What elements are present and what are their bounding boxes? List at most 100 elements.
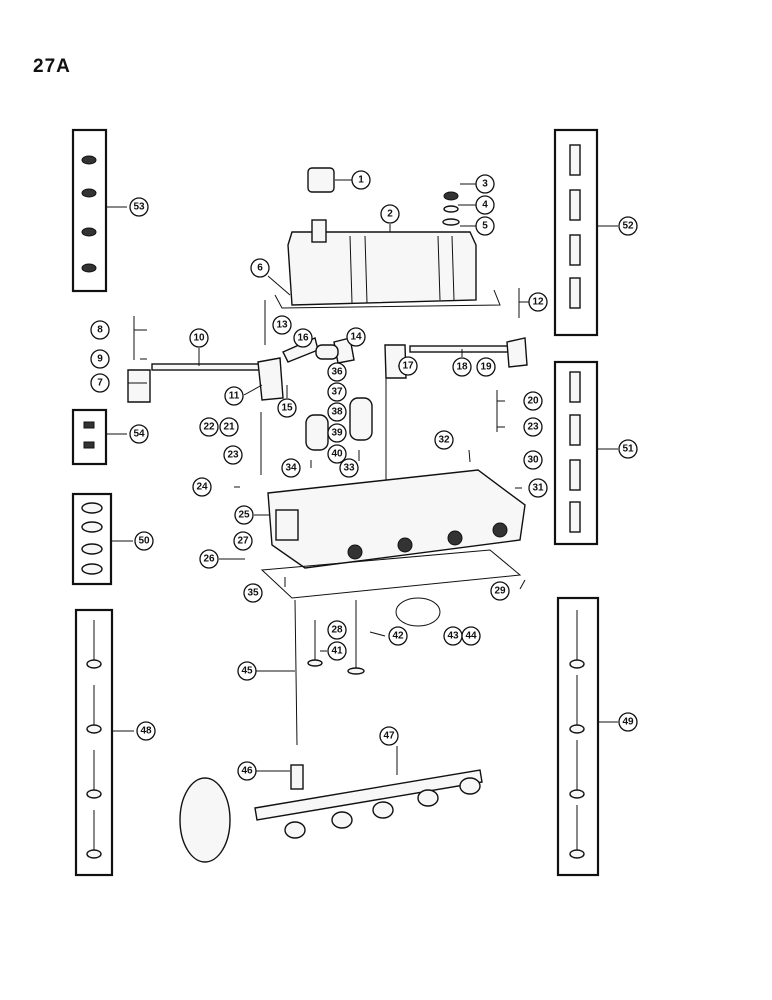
kit-box-53 — [71, 128, 108, 293]
callout-49: 49 — [618, 712, 638, 732]
callout-13: 13 — [272, 315, 292, 335]
svg-text:23: 23 — [227, 450, 239, 461]
callout-22: 22 — [199, 417, 219, 437]
svg-text:8: 8 — [97, 325, 103, 336]
callout-23b: 23 — [523, 417, 543, 437]
svg-text:11: 11 — [229, 391, 240, 402]
svg-text:34: 34 — [285, 463, 297, 474]
callout-30: 30 — [523, 450, 543, 470]
callout-28: 28 — [327, 620, 347, 640]
callout-25: 25 — [234, 505, 254, 525]
callout-47: 47 — [379, 726, 399, 746]
svg-text:49: 49 — [622, 717, 634, 728]
svg-text:17: 17 — [402, 361, 414, 372]
callout-10: 10 — [189, 328, 209, 348]
callout-26: 26 — [199, 549, 219, 569]
svg-text:29: 29 — [494, 586, 506, 597]
callout-7: 7 — [90, 373, 110, 393]
callout-32: 32 — [434, 430, 454, 450]
svg-text:41: 41 — [331, 646, 343, 657]
callout-3: 3 — [475, 174, 495, 194]
svg-text:40: 40 — [331, 449, 343, 460]
svg-text:28: 28 — [331, 625, 343, 636]
callout-34: 34 — [281, 458, 301, 478]
callout-29: 29 — [490, 581, 510, 601]
svg-text:45: 45 — [241, 666, 253, 677]
callout-14: 14 — [346, 327, 366, 347]
svg-text:7: 7 — [97, 378, 103, 389]
callout-40: 40 — [327, 444, 347, 464]
kit-box-52 — [553, 128, 599, 337]
leader-lines — [107, 179, 618, 775]
callout-44: 44 — [461, 626, 481, 646]
rocker-arms-and-springs — [282, 337, 373, 451]
svg-text:31: 31 — [532, 483, 544, 494]
callout-46: 46 — [237, 761, 257, 781]
valve-cover-gasket — [274, 289, 501, 309]
svg-text:13: 13 — [276, 320, 288, 331]
svg-text:2: 2 — [387, 209, 393, 220]
svg-text:10: 10 — [193, 333, 205, 344]
svg-text:14: 14 — [350, 332, 362, 343]
svg-text:44: 44 — [465, 631, 477, 642]
svg-text:21: 21 — [223, 422, 235, 433]
svg-text:6: 6 — [257, 263, 263, 274]
callout-41: 41 — [327, 641, 347, 661]
svg-text:32: 32 — [438, 435, 450, 446]
callout-38: 38 — [327, 402, 347, 422]
svg-text:1: 1 — [358, 175, 364, 186]
kit-box-50 — [71, 492, 113, 586]
svg-text:35: 35 — [247, 588, 259, 599]
svg-text:23: 23 — [527, 422, 539, 433]
svg-text:47: 47 — [383, 731, 395, 742]
callout-48: 48 — [136, 721, 156, 741]
svg-text:24: 24 — [196, 482, 208, 493]
svg-text:42: 42 — [392, 631, 404, 642]
callout-20: 20 — [523, 391, 543, 411]
callout-42: 42 — [388, 626, 408, 646]
svg-text:9: 9 — [97, 354, 103, 365]
svg-text:19: 19 — [480, 362, 492, 373]
svg-text:22: 22 — [203, 422, 215, 433]
callout-1: 1 — [351, 170, 371, 190]
callout-33: 33 — [339, 458, 359, 478]
callout-21: 21 — [219, 417, 239, 437]
svg-text:27: 27 — [237, 536, 249, 547]
callout-35: 35 — [243, 583, 263, 603]
svg-text:20: 20 — [527, 396, 539, 407]
svg-text:33: 33 — [343, 463, 355, 474]
svg-text:43: 43 — [447, 631, 459, 642]
kit-box-54 — [71, 408, 108, 466]
callout-12: 12 — [528, 292, 548, 312]
svg-text:54: 54 — [133, 429, 145, 440]
bolts — [133, 288, 520, 480]
svg-text:25: 25 — [238, 510, 250, 521]
callout-4: 4 — [475, 195, 495, 215]
callout-17: 17 — [398, 356, 418, 376]
callout-19: 19 — [476, 357, 496, 377]
svg-text:46: 46 — [241, 766, 253, 777]
callout-11: 11 — [224, 386, 244, 406]
svg-text:53: 53 — [133, 202, 145, 213]
callout-24: 24 — [192, 477, 212, 497]
callout-50: 50 — [134, 531, 154, 551]
kit-box-51 — [553, 360, 599, 546]
callout-18: 18 — [452, 357, 472, 377]
camshaft — [179, 764, 483, 863]
oil-filler-cap — [307, 167, 335, 193]
callout-5: 5 — [475, 216, 495, 236]
svg-text:12: 12 — [532, 297, 544, 308]
svg-text:26: 26 — [203, 554, 215, 565]
callout-27: 27 — [233, 531, 253, 551]
callout-51: 51 — [618, 439, 638, 459]
svg-text:51: 51 — [622, 444, 634, 455]
svg-text:4: 4 — [482, 200, 488, 211]
callout-39: 39 — [327, 423, 347, 443]
svg-text:37: 37 — [331, 387, 343, 398]
callout-2: 2 — [380, 204, 400, 224]
svg-text:16: 16 — [297, 333, 309, 344]
callout-54: 54 — [129, 424, 149, 444]
callout-23a: 23 — [223, 445, 243, 465]
svg-text:48: 48 — [140, 726, 152, 737]
